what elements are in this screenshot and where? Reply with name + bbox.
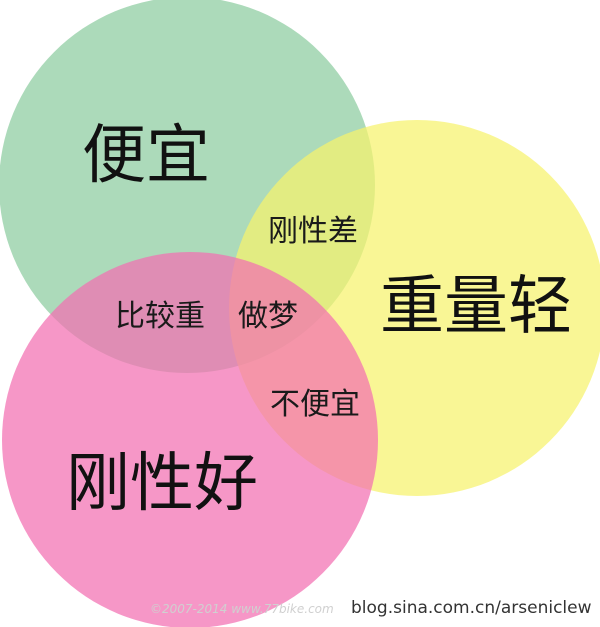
label-stiff: 刚性好 <box>66 447 258 521</box>
label-cheap-light: 刚性差 <box>268 214 358 249</box>
watermark-77bike: ©2007-2014 www.77bike.com <box>150 602 334 616</box>
label-all-three: 做梦 <box>238 299 298 334</box>
label-light: 重量轻 <box>380 270 572 344</box>
watermark-blog-url: blog.sina.com.cn/arseniclew <box>351 598 592 618</box>
label-cheap-stiff: 比较重 <box>115 299 205 334</box>
label-cheap: 便宜 <box>82 119 210 193</box>
circle-stiff <box>2 252 378 627</box>
label-light-stiff: 不便宜 <box>270 387 360 422</box>
